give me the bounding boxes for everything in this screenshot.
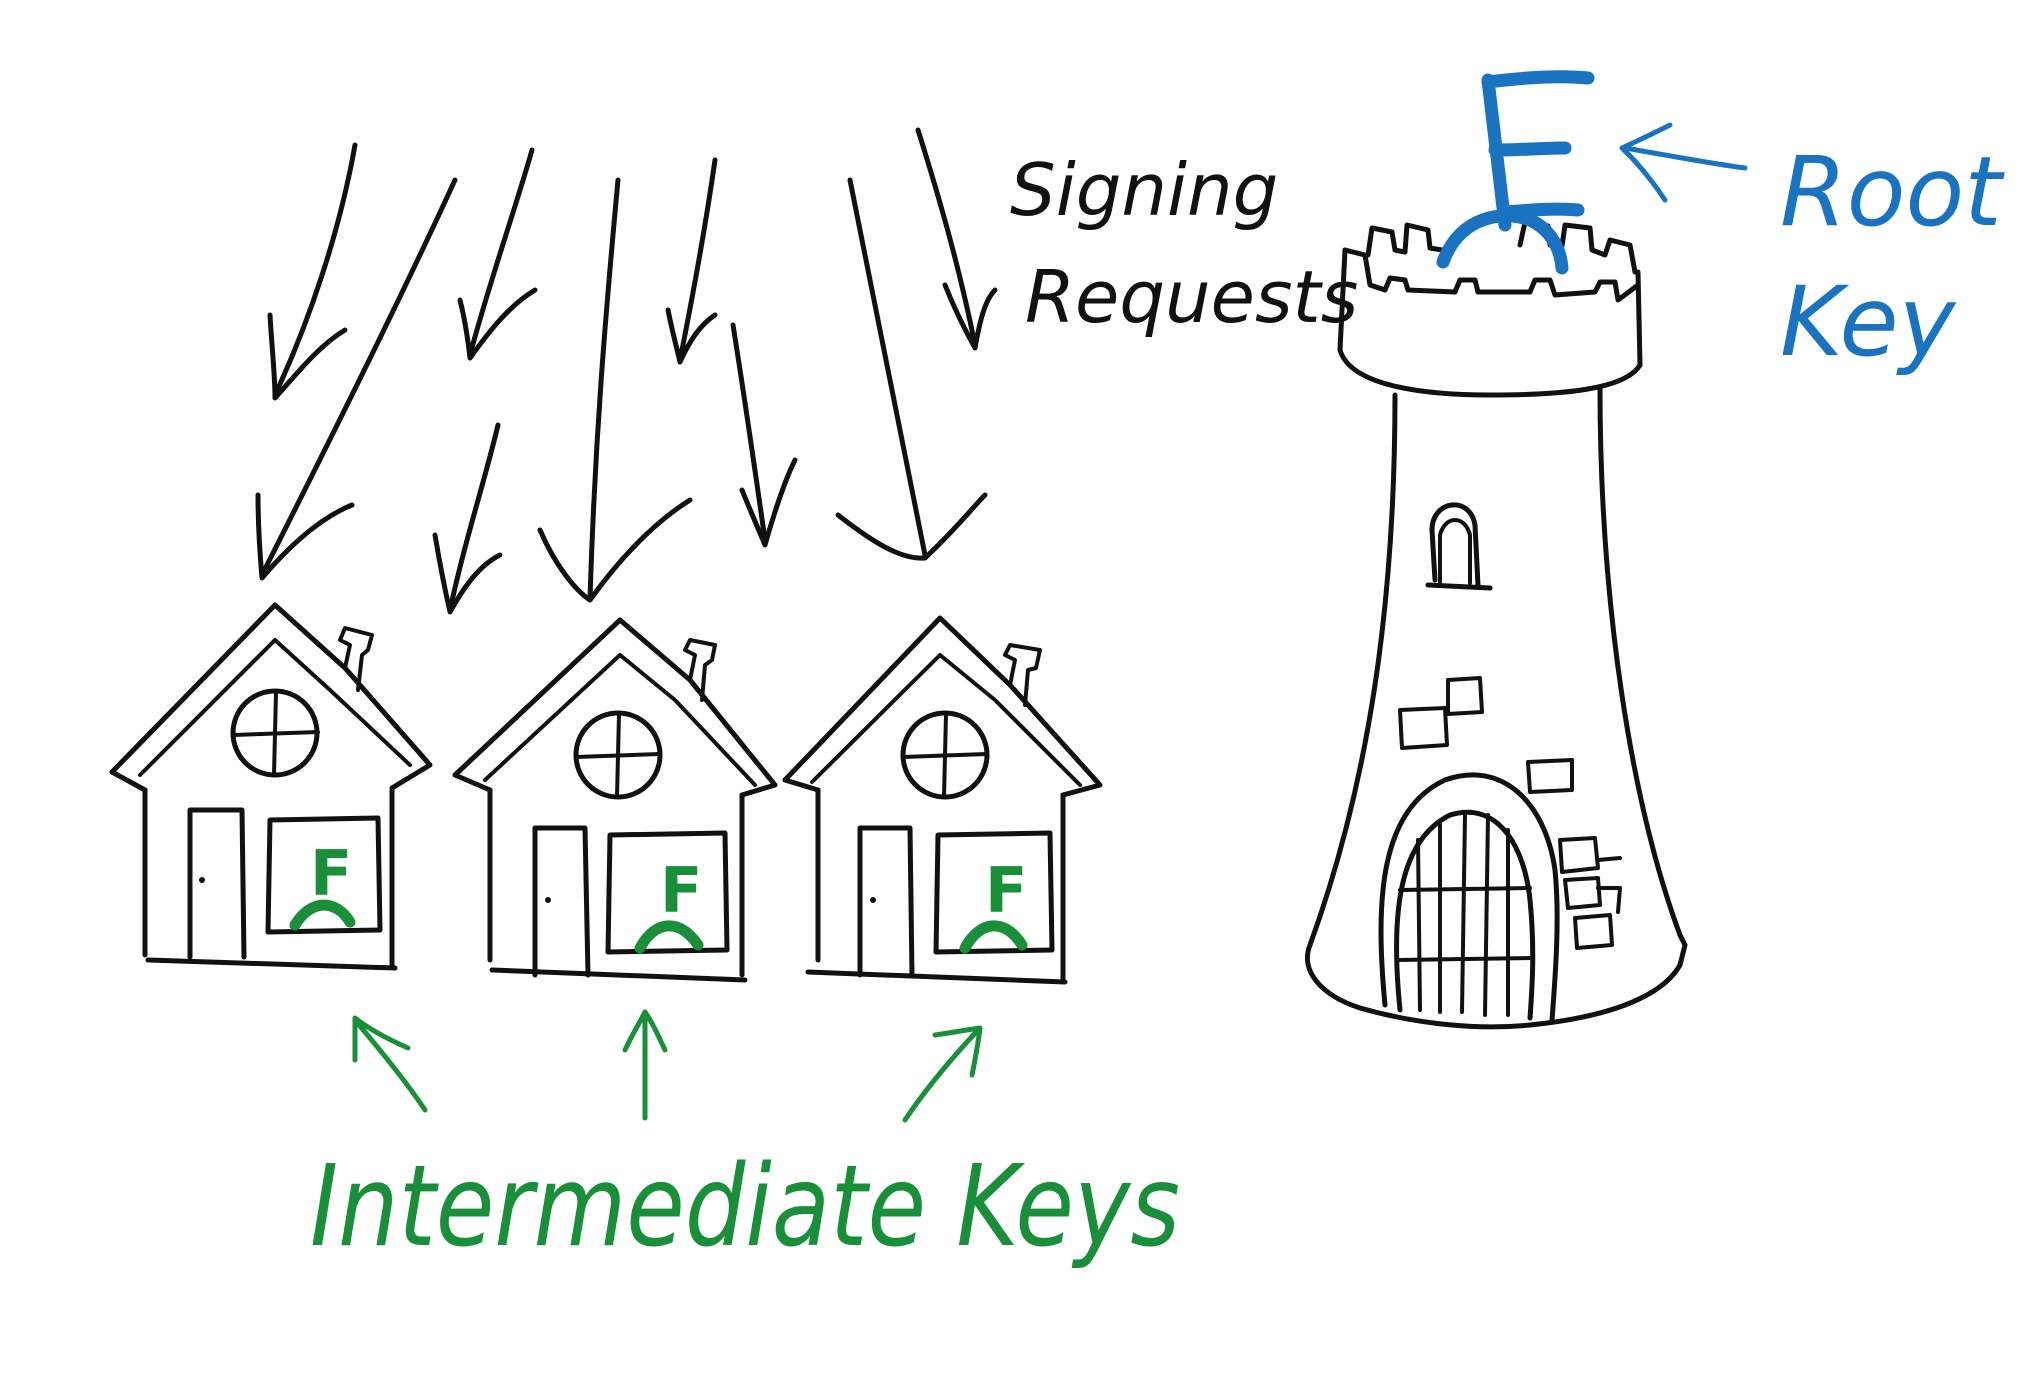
arrow-icon bbox=[432, 422, 503, 615]
arrow-icon bbox=[267, 142, 358, 401]
intermediate-key-icon: F bbox=[289, 837, 356, 931]
arrow-icon bbox=[665, 157, 718, 365]
signing-requests-label: Signing Requests bbox=[1010, 148, 1358, 339]
intermediate-key-icon: F bbox=[959, 854, 1028, 954]
house-icon: F bbox=[109, 602, 433, 971]
arrow-icon bbox=[622, 1009, 668, 1121]
intermediate-keys-label: Intermediate Keys bbox=[310, 1009, 1180, 1272]
arrow-icon bbox=[835, 177, 988, 561]
signing-requests-label-line2: Requests bbox=[1025, 255, 1358, 339]
house-icon: F bbox=[782, 615, 1103, 985]
key-glyph: F bbox=[985, 854, 1027, 927]
tower-icon bbox=[1304, 70, 1688, 1030]
key-glyph: F bbox=[310, 837, 352, 910]
arrow-icon bbox=[255, 177, 458, 581]
key-glyph: F bbox=[660, 854, 702, 927]
arrow-icon bbox=[915, 127, 998, 351]
arrow-icon bbox=[537, 177, 693, 603]
arrow-icon bbox=[1619, 122, 1748, 203]
arrow-icon bbox=[730, 322, 798, 548]
signing-request-arrows bbox=[255, 127, 998, 615]
root-key-icon bbox=[1436, 70, 1595, 275]
root-key-label-line1: Root bbox=[1780, 136, 2005, 248]
arrow-icon bbox=[352, 1015, 428, 1113]
arrow-icon bbox=[457, 147, 538, 361]
intermediate-keys-label-text: Intermediate Keys bbox=[310, 1142, 1180, 1272]
root-key-label: Root Key bbox=[1619, 122, 2005, 378]
intermediate-key-icon: F bbox=[634, 854, 704, 954]
signing-requests-label-line1: Signing bbox=[1010, 148, 1278, 232]
root-key-label-line2: Key bbox=[1780, 266, 1957, 378]
arrow-icon bbox=[902, 1025, 983, 1123]
house-icon: F bbox=[452, 617, 778, 983]
